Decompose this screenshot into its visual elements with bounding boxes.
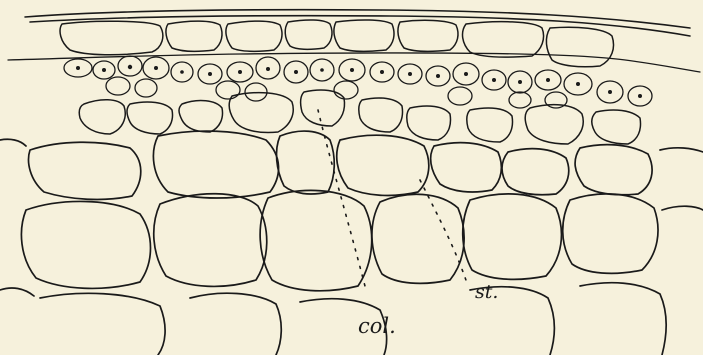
parenchyma-cells (0, 131, 703, 355)
hypodermal-cells (64, 56, 652, 108)
nuclei (76, 65, 642, 98)
epidermal-cells (60, 20, 613, 67)
label-col: col. (358, 316, 396, 337)
epidermis (8, 10, 700, 72)
label-st: st. (475, 283, 498, 302)
